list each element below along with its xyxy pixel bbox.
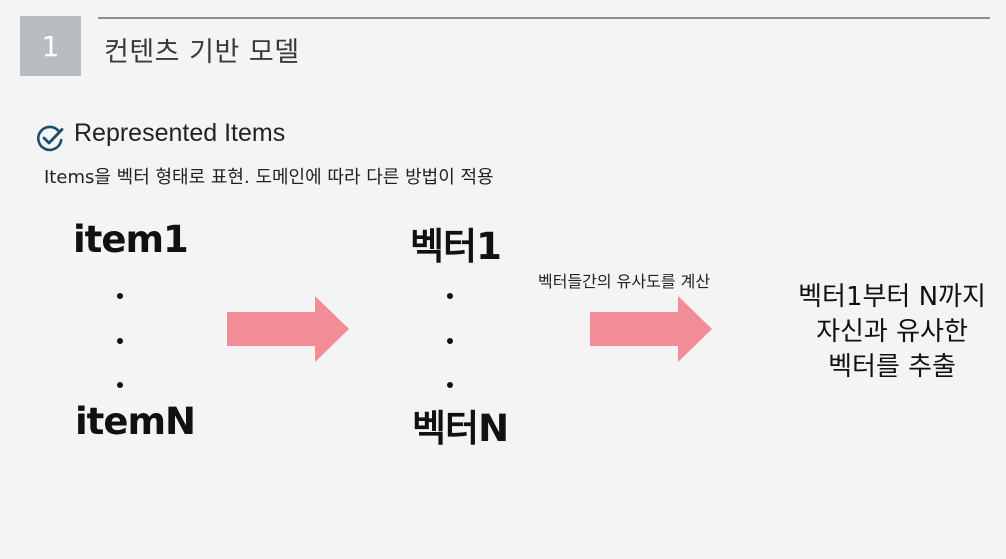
right-arrow-icon	[590, 296, 712, 362]
section-title: 컨텐츠 기반 모델	[104, 37, 300, 68]
result-line: 자신과 유사한	[816, 317, 968, 347]
header-rule	[98, 17, 990, 19]
description: Items을 벡터 형태로 표현. 도메인에 따라 다른 방법이 적용	[44, 167, 494, 188]
ellipsis-dot	[447, 382, 453, 388]
section-number: 1	[20, 16, 81, 76]
ellipsis-dot	[117, 338, 123, 344]
check-circle-icon	[37, 125, 64, 152]
item-first-label: item1	[73, 218, 189, 261]
ellipsis-dot	[117, 382, 123, 388]
result-line: 벡터를 추출	[828, 352, 956, 382]
vector-last-label: 벡터N	[412, 407, 509, 450]
item-last-label: itemN	[75, 400, 196, 443]
ellipsis-dot	[447, 338, 453, 344]
result-text: 벡터1부터 N까지 자신과 유사한 벡터를 추출	[780, 280, 1004, 385]
right-arrow-icon	[227, 296, 349, 362]
vector-first-label: 벡터1	[410, 225, 502, 268]
subheading: Represented Items	[74, 119, 286, 147]
ellipsis-dot	[447, 293, 453, 299]
result-line: 벡터1부터 N까지	[798, 282, 986, 312]
arrow-caption: 벡터들간의 유사도를 계산	[538, 272, 711, 291]
ellipsis-dot	[117, 293, 123, 299]
